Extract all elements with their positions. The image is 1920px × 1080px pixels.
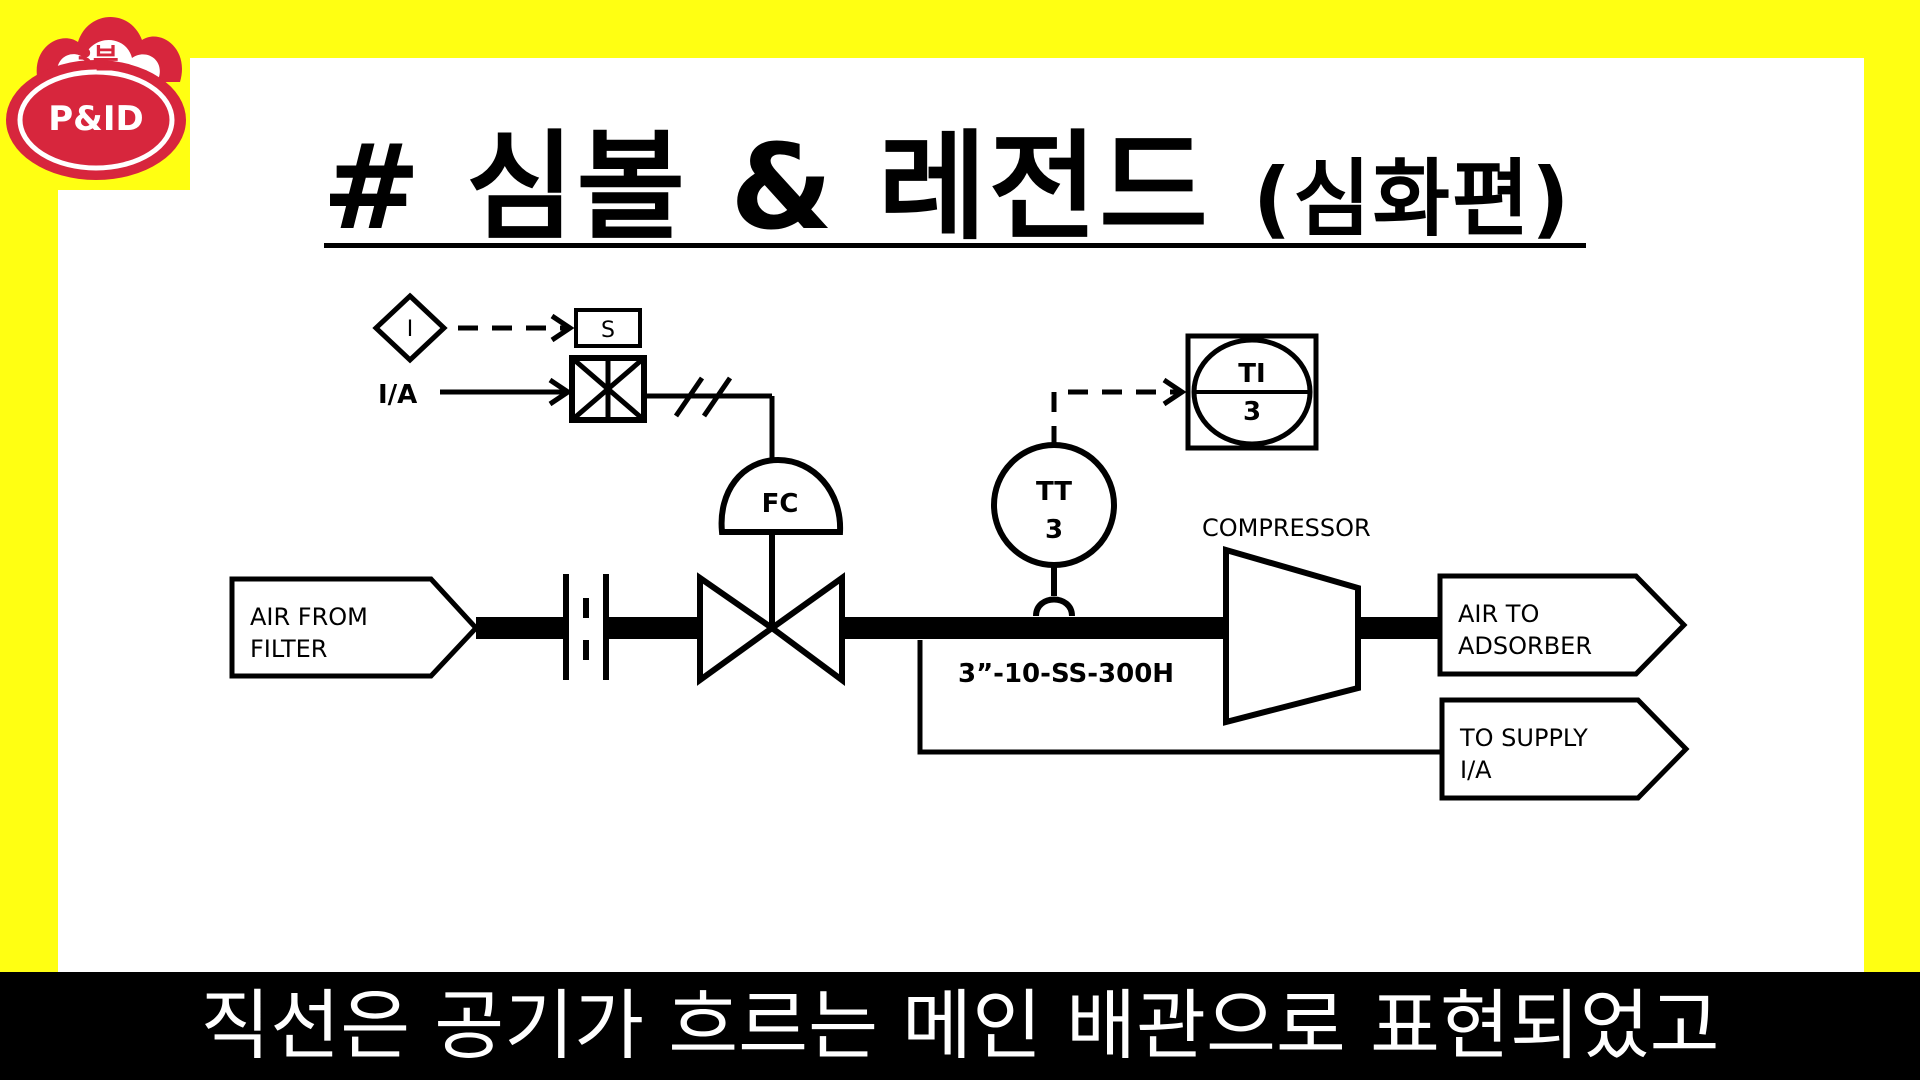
offpage-connector-air-to-adsorber: AIR TO ADSORBER [1437,573,1688,677]
temperature-transmitter: TT 3 [991,377,1187,617]
indicator-tag: TI [1238,359,1265,389]
subtitle-caption: 직선은 공기가 흐르는 메인 배관으로 표현되었고 [200,981,1720,1070]
offpage-connector-air-from-filter: AIR FROM FILTER [229,576,480,679]
offpage-out1-line2: ADSORBER [1458,632,1592,660]
interlock-tag: I [407,317,414,342]
title-sub: (심화편) [1252,150,1572,248]
transmitter-tag: TT [1036,477,1072,507]
logo-top-text: 3분 [73,42,118,75]
control-valve: FC [646,376,845,686]
logo-main-text: P&ID [48,99,143,139]
diagram-panel [58,58,1864,972]
title-underline [324,243,1586,248]
channel-logo: 3분 P&ID [6,16,186,180]
instrument-air-label: I/A [378,380,417,410]
branch-line-to-supply [917,640,1442,755]
indicator-loop: 3 [1243,397,1261,427]
offpage-out1-line1: AIR TO [1458,600,1539,628]
solenoid-tag: S [601,318,615,343]
page-title: # 심볼 & 레전드 (심화편) [322,118,1592,256]
offpage-out2-line1: TO SUPPLY [1459,724,1588,752]
offpage-in-line1: AIR FROM [250,603,368,631]
orifice-flange [563,574,609,680]
solenoid-valve: S [569,308,647,423]
transmitter-loop: 3 [1045,515,1063,545]
interlock-symbol: I [372,292,575,364]
compressor-label: COMPRESSOR [1202,514,1371,542]
offpage-in-line2: FILTER [250,635,327,663]
instrument-air-supply: I/A [378,377,573,410]
temperature-indicator: TI 3 [1185,333,1319,451]
control-valve-tag: FC [762,489,799,519]
line-number: 3”-10-SS-300H [958,659,1174,689]
subtitle-bar [0,972,1920,1080]
offpage-connector-to-supply-ia: TO SUPPLY I/A [1439,697,1690,801]
title-main: # 심볼 & 레전드 [322,118,1210,256]
offpage-out2-line2: I/A [1460,756,1492,784]
compressor: COMPRESSOR [1202,514,1371,726]
